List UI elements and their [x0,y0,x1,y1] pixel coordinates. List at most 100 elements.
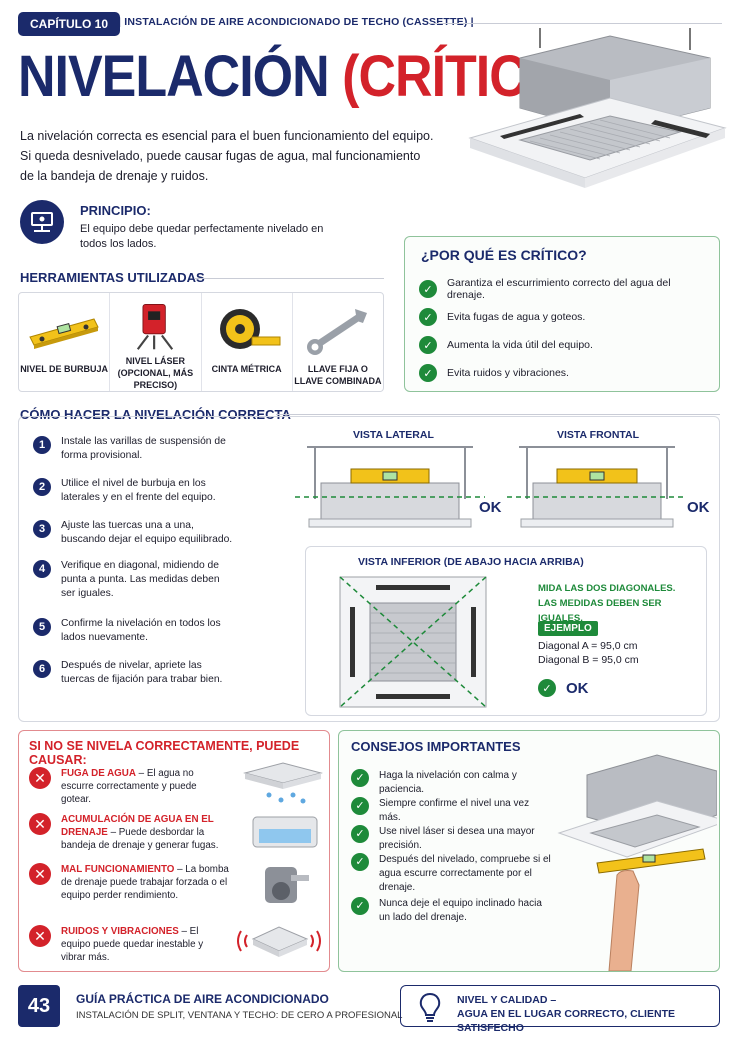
problems-title: SI NO SE NIVELA CORRECTAMENTE, PUEDE CAU… [29,739,300,767]
side-view-ok: OK [479,499,502,516]
problem-desc: – El agua no escurre correctamente y pue… [61,768,197,805]
diagonal-note-line: MIDA LAS DOS DIAGONALES. [538,583,676,594]
problem-text: ACUMULACIÓN DE AGUA EN EL DRENAJE – Pued… [61,813,229,852]
tip-item: ✓ Use nivel láser si desea una mayor prec… [351,825,551,853]
step-text: Ajuste las tuercas una a una, buscando d… [61,520,233,545]
tip-item: ✓Siempre confirme el nivel una vez más. [351,797,551,825]
drain-tray-illustration [252,816,318,848]
why-title: ¿POR QUÉ ES CRÍTICO? [421,247,587,263]
intro-line: Si queda desnivelado, puede causar fugas… [20,149,421,163]
how-title: CÓMO HACER LA NIVELACIÓN CORRECTA [20,407,291,422]
check-icon: ✓ [351,769,369,787]
x-icon: ✕ [29,767,51,789]
footer-callout-line: NIVEL Y CALIDAD – [457,994,557,1006]
step-number: 3 [33,520,51,538]
problem-text: RUIDOS Y VIBRACIONES – El equipo puede q… [61,925,229,964]
step-text: Verifique en diagonal, midiendo de punta… [61,560,220,599]
tip-text: Use nivel láser si desea una mayor preci… [379,826,535,851]
x-icon: ✕ [29,813,51,835]
step-number: 2 [33,478,51,496]
problem-head: ACUMULACIÓN DE AGUA EN EL DRENAJE [61,814,214,838]
side-view-diagram [295,446,485,528]
list-item: ✓Evita fugas de agua y goteos. [419,303,709,331]
wrench-icon [306,309,367,355]
step-number: 1 [33,436,51,454]
tips-title: CONSEJOS IMPORTANTES [351,739,521,754]
bottom-view-label: VISTA INFERIOR (DE ABAJO HACIA ARRIBA) [358,556,584,568]
vibration-illustration [237,926,321,957]
principle-title: PRINCIPIO: [80,203,151,218]
x-icon: ✕ [29,863,51,885]
check-icon: ✓ [351,825,369,843]
problem-text: MAL FUNCIONAMIENTO – La bomba de drenaje… [61,863,229,902]
step-item: 4 Verifique en diagonal, midiendo de punt… [33,559,233,601]
front-view-diagram [507,446,687,528]
problem-desc: – La bomba de drenaje puede trabajar for… [61,864,229,901]
principle-text: El equipo debe quedar perfectamente nive… [80,223,324,250]
diagonal-a: Diagonal A = 95,0 cm [538,640,638,652]
problem-item: ✕ RUIDOS Y VIBRACIONES – El equipo puede… [29,925,229,964]
footer-title: GUÍA PRÁCTICA DE AIRE ACONDICIONADO [76,992,329,1006]
check-icon: ✓ [419,364,437,382]
laser-level-icon [137,304,174,350]
check-icon: ✓ [351,853,369,871]
footer-subtitle: INSTALACIÓN DE SPLIT, VENTANA Y TECHO: D… [76,1010,403,1021]
bottom-view-diagram [339,576,487,708]
problem-head: RUIDOS Y VIBRACIONES [61,926,179,937]
tools-panel: NIVEL DE BURBUJA NIVEL LÁSER (OPCIONAL, … [18,292,384,392]
step-number: 4 [33,560,51,578]
footer-callout: NIVEL Y CALIDAD – AGUA EN EL LUGAR CORRE… [400,985,720,1034]
why-item-text: Garantiza el escurrimiento correcto del … [447,277,671,301]
tool-tape-measure: CINTA MÉTRICA [202,293,293,391]
problem-item: ✕ ACUMULACIÓN DE AGUA EN EL DRENAJE – Pu… [29,813,229,852]
tool-wrench: LLAVE FIJA O LLAVE COMBINADA [293,293,383,391]
tools-title: HERRAMIENTAS UTILIZADAS [20,270,205,285]
tool-laser-level: NIVEL LÁSER (OPCIONAL, MÁS PRECISO) [110,293,202,391]
tip-text: Siempre confirme el nivel una vez más. [379,798,530,823]
x-icon: ✕ [29,925,51,947]
front-view-label: VISTA FRONTAL [557,429,640,441]
cassette-unit-illustration [468,28,727,188]
why-critical-panel: ¿POR QUÉ ES CRÍTICO? ✓ Garantiza el escur… [404,236,720,392]
bubble-level-icon [29,318,99,349]
tip-item: ✓Después del nivelado, compruebe si el a… [351,853,551,895]
tool-label: NIVEL LÁSER (OPCIONAL, MÁS PRECISO) [117,356,194,390]
problem-head: FUGA DE AGUA [61,768,136,779]
diagonal-note-line: LAS MEDIDAS DEBEN SER IGUALES. [538,598,662,624]
check-icon: ✓ [419,336,437,354]
lightbulb-icon [419,992,441,1022]
tip-text: Nunca deje el equipo inclinado hacia un … [379,898,542,923]
bottom-view-panel: VISTA INFERIOR (DE ABAJO HACIA ARRIBA) M… [305,546,707,716]
tool-label: CINTA MÉTRICA [211,364,282,374]
example-badge: EJEMPLO [538,621,598,636]
tool-bubble-level: NIVEL DE BURBUJA [19,293,111,391]
why-list: ✓ Garantiza el escurrimiento correcto del… [419,275,709,387]
list-item: ✓ Evita ruidos y vibraciones. [419,359,709,387]
list-item: ✓ Garantiza el escurrimiento correcto del… [419,275,709,303]
problem-text: FUGA DE AGUA – El agua no escurre correc… [61,767,229,806]
problems-panel: SI NO SE NIVELA CORRECTAMENTE, PUEDE CAU… [18,730,330,972]
step-number: 6 [33,660,51,678]
chapter-title: | INSTALACIÓN DE AIRE ACONDICIONADO DE T… [118,16,474,28]
step-item: 5 Confirme la nivelación en todos los lad… [33,617,233,645]
page-number: 43 [18,985,60,1027]
problem-item: ✕ FUGA DE AGUA – El agua no escurre corr… [29,767,229,806]
why-item-text: Evita ruidos y vibraciones. [447,367,569,379]
tip-item: ✓Haga la nivelación con calma y pacienci… [351,769,551,797]
diagonal-note: MIDA LAS DOS DIAGONALES. LAS MEDIDAS DEB… [538,581,706,626]
diagonal-values: Diagonal A = 95,0 cm Diagonal B = 95,0 c… [538,639,639,667]
check-icon: ✓ [419,280,437,298]
level-icon [20,200,64,244]
check-icon: ✓ [538,679,556,697]
problem-desc: – Puede desbordar la bandeja de drenaje … [61,827,219,851]
water-leak-illustration [243,762,323,804]
step-number: 5 [33,618,51,636]
step-text: Confirme la nivelación en todos los lado… [61,618,221,643]
intro-line: La nivelación correcta es esencial para … [20,129,434,143]
tip-item: ✓Nunca deje el equipo inclinado hacia un… [351,897,551,925]
tool-label: NIVEL DE BURBUJA [20,364,109,374]
